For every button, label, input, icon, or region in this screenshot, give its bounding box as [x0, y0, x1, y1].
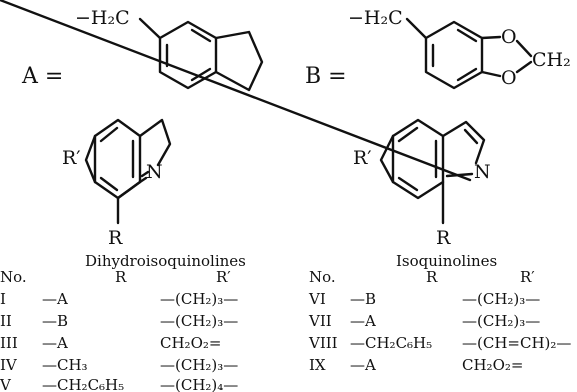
iso-row-3-no: VIII	[308, 334, 338, 352]
dihydro-row-5-no: V	[0, 376, 12, 392]
table-row: IV —CH₃ —(CH₂)₃—	[0, 356, 238, 374]
dihydro-row-1-rprime: —(CH₂)₃—	[160, 290, 238, 308]
table-row: I —A —(CH₂)₃—	[0, 290, 238, 308]
iso-row-4-r: —A	[350, 356, 376, 374]
iso-r-prime: R′	[353, 147, 372, 169]
iso-row-1-r: —B	[350, 290, 376, 308]
structure-b-substituent: −H₂C	[348, 7, 403, 29]
iso-header-no: No.	[309, 268, 336, 286]
table-row: VIII —CH₂C₆H₅ —(CH=CH)₂—	[308, 334, 571, 352]
dihydro-row-3-rprime: CH₂O₂=	[160, 334, 221, 352]
dihydro-n: N	[146, 161, 163, 183]
dihydro-row-5-r: —CH₂C₆H₅	[42, 376, 124, 392]
dihydro-row-4-no: IV	[0, 356, 18, 374]
isoquinolines-table: Isoquinolines No. R R′ VI —B —(CH₂)₃— VI…	[308, 252, 571, 374]
iso-r: R	[436, 227, 451, 249]
dihydro-header-rprime: R′	[216, 268, 231, 286]
dihydro-row-2-r: —B	[42, 312, 68, 330]
iso-row-2-no: VII	[308, 312, 332, 330]
iso-header-rprime: R′	[520, 268, 535, 286]
dihydro-row-3-no: III	[0, 334, 18, 352]
structure-b: B = −H₂C O O CH₂	[305, 7, 571, 90]
iso-header-r: R	[426, 268, 438, 286]
dihydro-r: R	[108, 227, 123, 249]
dihydro-row-4-rprime: —(CH₂)₃—	[160, 356, 238, 374]
iso-row-2-rprime: —(CH₂)₃—	[462, 312, 540, 330]
iso-row-4-rprime: CH₂O₂=	[462, 356, 523, 374]
table-row: III —A CH₂O₂=	[0, 334, 221, 352]
structure-b-label: B =	[305, 64, 347, 89]
table-row: VII —A —(CH₂)₃—	[308, 312, 540, 330]
dihydro-rings	[84, 118, 172, 225]
iso-n: N	[474, 161, 491, 183]
iso-row-1-rprime: —(CH₂)₃—	[462, 290, 540, 308]
table-row: IX —A CH₂O₂=	[309, 356, 523, 374]
structure-b-rings	[405, 17, 533, 90]
dihydro-r-prime: R′	[62, 147, 81, 169]
iso-row-3-r: —CH₂C₆H₅	[350, 334, 432, 352]
dihydro-table-title: Dihydroisoquinolines	[85, 252, 246, 270]
structure-b-oxygen-top: O	[501, 26, 517, 48]
dihydroisoquinolines-table: Dihydroisoquinolines No. R R′ I —A —(CH₂…	[0, 252, 246, 392]
dihydroisoquinoline-core: R′ N R	[62, 118, 172, 249]
dihydro-header-no: No.	[0, 268, 27, 286]
dihydro-row-2-no: II	[0, 312, 12, 330]
table-row: V —CH₂C₆H₅ —(CH₂)₄—	[0, 376, 238, 392]
structure-b-oxygen-bottom: O	[501, 67, 517, 89]
structure-b-ch2: CH₂	[532, 49, 571, 71]
dihydro-header-r: R	[115, 268, 127, 286]
dihydro-row-1-r: —A	[42, 290, 68, 308]
iso-row-2-r: —A	[350, 312, 376, 330]
structure-a-substituent: −H₂C	[75, 7, 130, 29]
structure-a-label: A =	[21, 64, 63, 89]
dihydro-row-3-r: —A	[42, 334, 68, 352]
dihydro-row-5-rprime: —(CH₂)₄—	[160, 376, 238, 392]
iso-rings	[0, 0, 486, 225]
structure-a-rings	[138, 17, 264, 92]
table-row: II —B —(CH₂)₃—	[0, 312, 238, 330]
iso-row-1-no: VI	[308, 290, 326, 308]
isoquinoline-core: R′ N R	[0, 0, 491, 249]
dihydro-row-2-rprime: —(CH₂)₃—	[160, 312, 238, 330]
table-row: VI —B —(CH₂)₃—	[308, 290, 540, 308]
iso-row-4-no: IX	[309, 356, 326, 374]
iso-table-title: Isoquinolines	[396, 252, 497, 270]
dihydro-row-1-no: I	[0, 290, 6, 308]
structure-a: A = −H₂C	[21, 7, 264, 92]
iso-row-3-rprime: —(CH=CH)₂—	[462, 334, 571, 352]
dihydro-row-4-r: —CH₃	[42, 356, 88, 374]
